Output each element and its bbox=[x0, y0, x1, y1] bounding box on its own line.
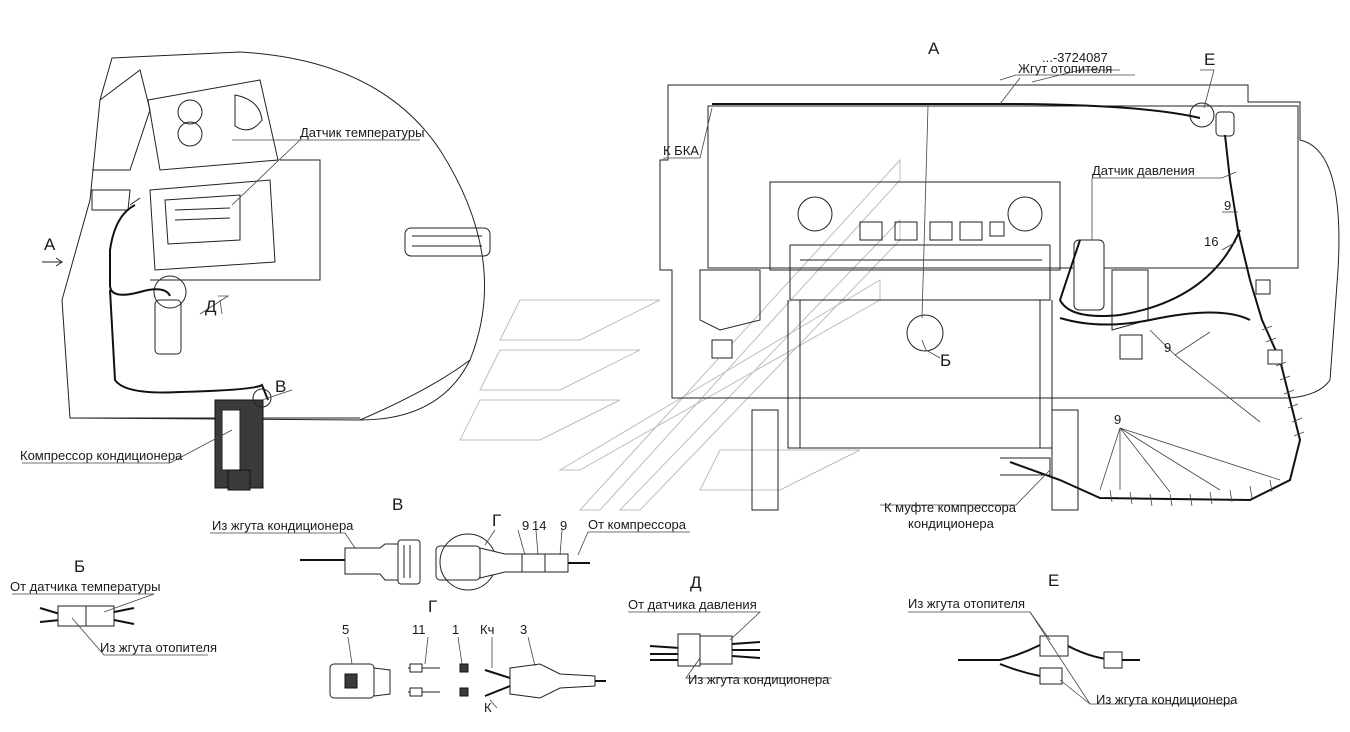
detail-v-n1: 9 bbox=[522, 518, 529, 533]
detail-v bbox=[210, 529, 690, 591]
left-view bbox=[42, 51, 491, 491]
detail-d-from: От датчика давления bbox=[628, 597, 757, 612]
detail-e-heater: Из жгута отопителя bbox=[908, 596, 1025, 611]
view-a-title: А bbox=[928, 39, 940, 58]
right-view bbox=[659, 84, 1340, 511]
detail-g-k: К bbox=[484, 700, 492, 715]
callout-v: В bbox=[275, 377, 286, 396]
detail-g-n3: 3 bbox=[520, 622, 527, 637]
detail-g-n5: 5 bbox=[342, 622, 349, 637]
num-9-b: 9 bbox=[1164, 340, 1171, 355]
detail-v-right-label: От компрессора bbox=[588, 517, 687, 532]
detail-v-g: Г bbox=[492, 511, 501, 530]
detail-d bbox=[628, 611, 832, 679]
view-a-arrow-label: А bbox=[44, 235, 56, 254]
detail-g-n11: 11 bbox=[412, 622, 426, 637]
callout-d: Д bbox=[205, 297, 217, 316]
detail-g-kch: Кч bbox=[480, 622, 494, 637]
detail-g-n1: 1 bbox=[452, 622, 459, 637]
detail-d-title: Д bbox=[690, 573, 702, 592]
watermark bbox=[459, 158, 901, 511]
part-number: ...-3724087 bbox=[1042, 50, 1108, 65]
detail-e bbox=[908, 611, 1232, 705]
callout-e: Е bbox=[1204, 50, 1215, 69]
callout-b: Б bbox=[940, 351, 951, 370]
detail-e-ac: Из жгута кондиционера bbox=[1096, 692, 1238, 707]
k-bka-label: К БКА bbox=[663, 143, 699, 158]
detail-v-title: В bbox=[392, 495, 403, 514]
compressor-label: Компрессор кондиционера bbox=[20, 448, 183, 463]
detail-g bbox=[329, 636, 606, 709]
num-9-a: 9 bbox=[1224, 198, 1231, 213]
compressor-body bbox=[214, 399, 264, 491]
coupling-label-1: К муфте компрессора bbox=[884, 500, 1017, 515]
temp-sensor-label: Датчик температуры bbox=[300, 125, 424, 140]
num-16: 16 bbox=[1204, 234, 1218, 249]
heater-harness-label: Жгут отопителя bbox=[1018, 61, 1112, 76]
detail-v-left-label: Из жгута кондиционера bbox=[212, 518, 354, 533]
detail-b-harness: Из жгута отопителя bbox=[100, 640, 217, 655]
detail-v-n3: 9 bbox=[560, 518, 567, 533]
detail-d-harness: Из жгута кондиционера bbox=[688, 672, 830, 687]
detail-v-n2: 14 bbox=[532, 518, 546, 533]
detail-b-title: Б bbox=[74, 557, 85, 576]
detail-e-title: Е bbox=[1048, 571, 1059, 590]
pressure-sensor-label: Датчик давления bbox=[1092, 163, 1195, 178]
num-9-c: 9 bbox=[1114, 412, 1121, 427]
detail-g-title: Г bbox=[428, 597, 437, 616]
detail-b-from: От датчика температуры bbox=[10, 579, 160, 594]
leaders bbox=[22, 69, 1281, 506]
detail-b bbox=[12, 593, 208, 656]
coupling-label-2: кондиционера bbox=[908, 516, 995, 531]
